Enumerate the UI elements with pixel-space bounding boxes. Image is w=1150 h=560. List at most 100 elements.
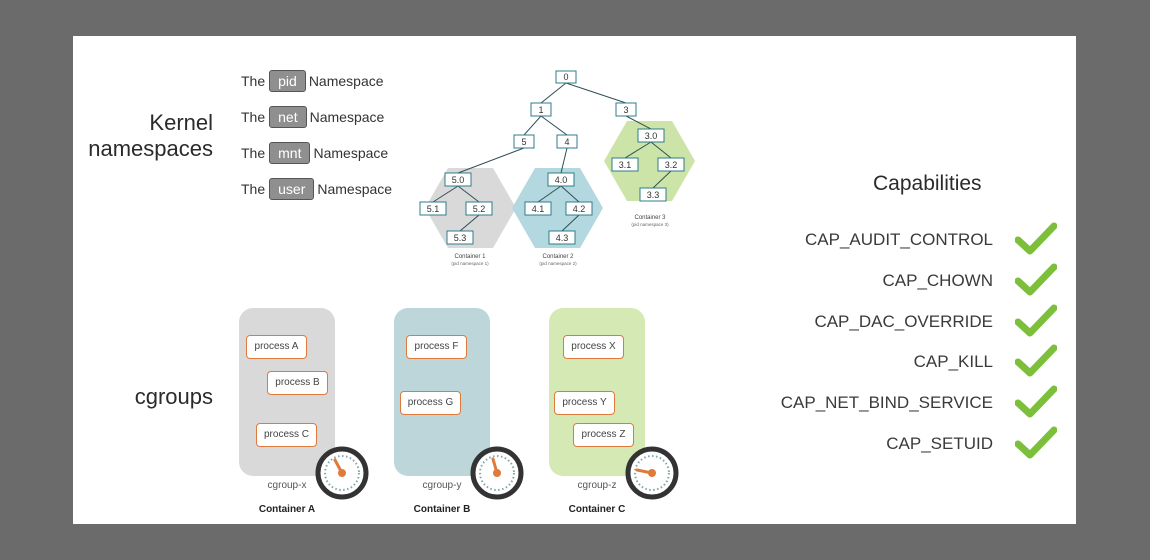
process-y: process Y	[554, 391, 615, 415]
namespace-row-mnt: The mnt Namespace	[241, 142, 388, 164]
capability-net-bind-service: CAP_NET_BIND_SERVICE	[780, 393, 993, 412]
tree-edge	[537, 185, 562, 203]
tree-node: 4.1	[524, 201, 552, 216]
cgroups-title: cgroups	[134, 384, 213, 409]
tree-edge	[540, 82, 567, 104]
svg-text:5.3: 5.3	[454, 233, 467, 243]
tree-nodes: 0 1 3 5 4 5.0 5.1 5.2 5.3 4.0 4.1 4.2 4.…	[419, 70, 685, 245]
process-f: process F	[406, 335, 467, 359]
capability-chown: CAP_CHOWN	[882, 271, 993, 290]
tree-node: 0	[555, 70, 577, 84]
namespace-row-net: The net Namespace	[241, 106, 384, 128]
tree-node: 3.0	[637, 128, 665, 143]
tree-edge	[432, 185, 459, 203]
namespace-suffix: Namespace	[317, 181, 393, 197]
svg-text:4.3: 4.3	[556, 233, 569, 243]
container-c-label: Container C	[568, 504, 626, 515]
tree-edge	[560, 147, 568, 174]
namespace-suffix: Namespace	[309, 109, 385, 125]
namespace-prefix: The	[241, 181, 266, 197]
capabilities-title: Capabilities	[873, 172, 982, 195]
tree-edge	[457, 147, 525, 174]
svg-text:4.0: 4.0	[555, 175, 568, 185]
container-3-sublabel: (pid namespace 3)	[631, 222, 669, 227]
capability-setuid: CAP_SETUID	[886, 434, 993, 453]
container-2-sublabel: (pid namespace 2)	[539, 261, 577, 266]
checkmark-icon	[1015, 385, 1057, 418]
svg-text:4: 4	[564, 137, 569, 147]
svg-text:3.1: 3.1	[619, 160, 632, 170]
namespace-prefix: The	[241, 109, 266, 125]
container-3-label: Container 3	[634, 215, 666, 221]
kernel-namespaces-title-line2: namespaces	[88, 136, 213, 161]
svg-text:5.0: 5.0	[452, 175, 465, 185]
tree-node: 3	[615, 102, 637, 117]
svg-text:4.2: 4.2	[573, 204, 586, 214]
tree-node: 5	[513, 134, 535, 149]
svg-text:0: 0	[563, 72, 568, 82]
svg-text:1: 1	[538, 105, 543, 115]
tree-edge	[624, 141, 652, 159]
kernel-namespaces-title-line1: Kernel	[149, 110, 213, 135]
kernel-namespaces-title: Kernel namespaces	[73, 110, 213, 162]
process-c: process C	[256, 423, 317, 447]
checkmark-icon	[1015, 344, 1057, 377]
capability-dac-override: CAP_DAC_OVERRIDE	[814, 312, 993, 331]
checkmark-icon	[1015, 426, 1057, 459]
svg-text:3.2: 3.2	[665, 160, 678, 170]
checkmark-icon	[1015, 222, 1057, 255]
tree-edge	[561, 214, 580, 232]
tree-node: 4.2	[565, 201, 593, 216]
process-b: process B	[267, 371, 328, 395]
capability-kill: CAP_KILL	[913, 352, 993, 371]
namespace-row-pid: The pid Namespace	[241, 70, 384, 92]
process-g: process G	[400, 391, 461, 415]
tree-node: 1	[530, 102, 552, 117]
tree-node: 3.2	[657, 157, 685, 172]
svg-text:5.1: 5.1	[427, 204, 440, 214]
container-2-hexagon	[512, 168, 603, 248]
tree-node: 5.2	[465, 201, 493, 216]
gauge-icon	[470, 446, 524, 500]
namespace-badge-net: net	[269, 106, 307, 128]
tree-edge	[652, 170, 672, 189]
gauge-icon	[625, 446, 679, 500]
tree-edge	[565, 82, 627, 104]
svg-text:3.0: 3.0	[645, 131, 658, 141]
tree-edge	[625, 115, 652, 130]
namespace-badge-mnt: mnt	[269, 142, 311, 164]
svg-text:4.1: 4.1	[532, 204, 545, 214]
container-labels: Container 1 (pid namespace 1) Container …	[451, 215, 669, 266]
tree-edge	[560, 185, 580, 203]
namespace-prefix: The	[241, 73, 266, 89]
tree-edge	[457, 185, 480, 203]
tree-edge	[540, 115, 568, 136]
tree-node: 3.3	[639, 187, 667, 202]
cgroup-y-label: cgroup-y	[422, 480, 462, 491]
process-x: process X	[563, 335, 624, 359]
container-1-sublabel: (pid namespace 1)	[451, 261, 489, 266]
tree-node: 5.1	[419, 201, 447, 216]
namespace-suffix: Namespace	[308, 73, 384, 89]
cgroup-z-label: cgroup-z	[577, 480, 617, 491]
tree-edge	[523, 115, 542, 136]
namespace-row-user: The user Namespace	[241, 178, 392, 200]
svg-text:5: 5	[521, 137, 526, 147]
tree-edge	[650, 141, 672, 159]
checkmark-icon	[1015, 304, 1057, 337]
tree-node: 3.1	[611, 157, 639, 172]
tree-edges	[432, 82, 672, 232]
checkmark-icon	[1015, 263, 1057, 296]
svg-text:3.3: 3.3	[647, 190, 660, 200]
process-a: process A	[246, 335, 307, 359]
gauge-icon	[315, 446, 369, 500]
namespace-badge-user: user	[269, 178, 315, 200]
container-2-label: Container 2	[542, 254, 574, 260]
namespace-badge-pid: pid	[269, 70, 306, 92]
tree-node: 5.0	[444, 172, 472, 187]
process-z: process Z	[573, 423, 634, 447]
namespace-suffix: Namespace	[313, 145, 389, 161]
container-a-label: Container A	[258, 504, 316, 515]
tree-node: 4	[556, 134, 578, 149]
svg-text:3: 3	[623, 105, 628, 115]
